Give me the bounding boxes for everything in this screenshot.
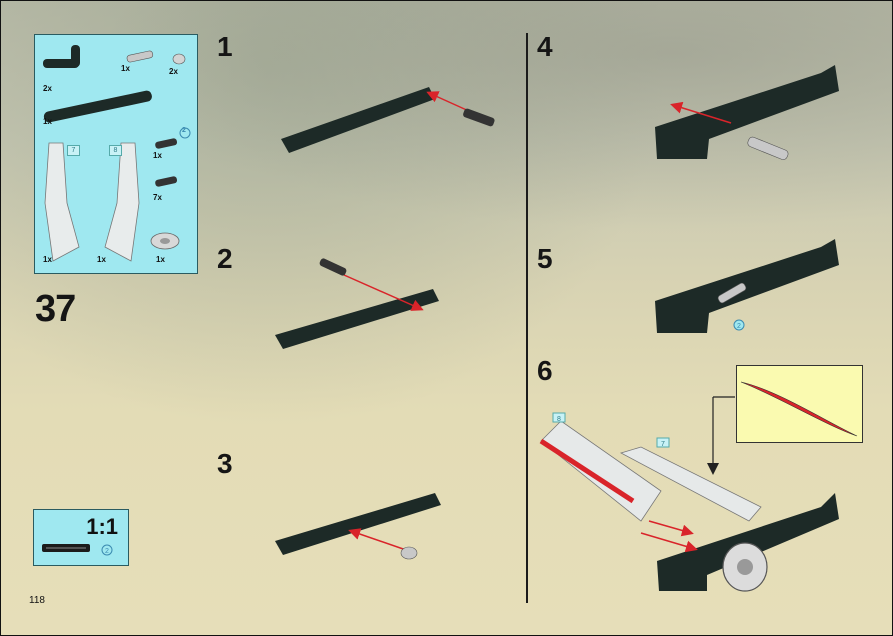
qty-label: 1x [97,255,106,264]
page-number: 37 [35,288,76,330]
step-number: 2 [217,243,233,274]
step6-tag [552,412,566,423]
parts-list-panel: 2x 1x 2x 1x 1x 7x 1x 1x 1x 7 8 2 [34,34,198,274]
scale-ratio: 1:1 [86,514,118,539]
step5-ref-label: 2 [737,323,741,330]
qty-label: 1x [43,117,52,126]
decal-illustration [740,381,858,437]
step3-assembly [275,493,441,560]
part-tag: 7 [67,145,80,156]
fairing-right [619,446,762,522]
qty-label: 1x [156,255,165,264]
step5-assembly [655,239,839,333]
part-tag: 8 [109,145,122,156]
qty-label: 1x [121,64,130,73]
axle-pin-part [126,50,154,63]
qty-label: 2x [169,67,178,76]
qty-label: 1x [153,151,162,160]
step6-tag-label: 7 [661,441,665,448]
step6-tag [656,437,670,448]
qty-label: 2x [43,84,52,93]
step-number: 1 [217,31,233,62]
scale-reference-box: 1:1 2 [33,509,129,566]
step2-assembly [275,258,439,349]
step5-ref-icon [733,319,745,331]
step4-assembly [655,65,839,160]
folio-number: 118 [29,595,45,606]
fairing-left [540,420,662,522]
step-number: 5 [537,243,553,274]
step-number: 6 [537,355,553,386]
wheel-part [150,232,180,250]
qty-label: 1x [43,255,52,264]
circle-ref-icon [179,127,191,139]
parts-illustrations [43,45,191,262]
friction-pin-part [155,138,178,149]
pin-part [155,176,178,187]
scale-axle-icon: 2 [42,544,113,556]
fairing-part-left [44,142,80,262]
scale-ref-label: 2 [105,548,109,555]
step6-tag-label: 8 [557,416,561,423]
l-beam-part [43,45,80,68]
long-beam-part [43,90,152,123]
bush-part [172,53,186,65]
decal-callout [736,365,863,443]
step6-assembly [539,396,839,592]
fairing-part-right [104,142,140,262]
column-divider [526,33,528,603]
step-number: 3 [217,448,233,479]
qty-label: 7x [153,193,162,202]
step-number: 4 [537,31,553,62]
circle-ref-label: 2 [182,127,186,134]
step1-assembly [281,87,495,153]
